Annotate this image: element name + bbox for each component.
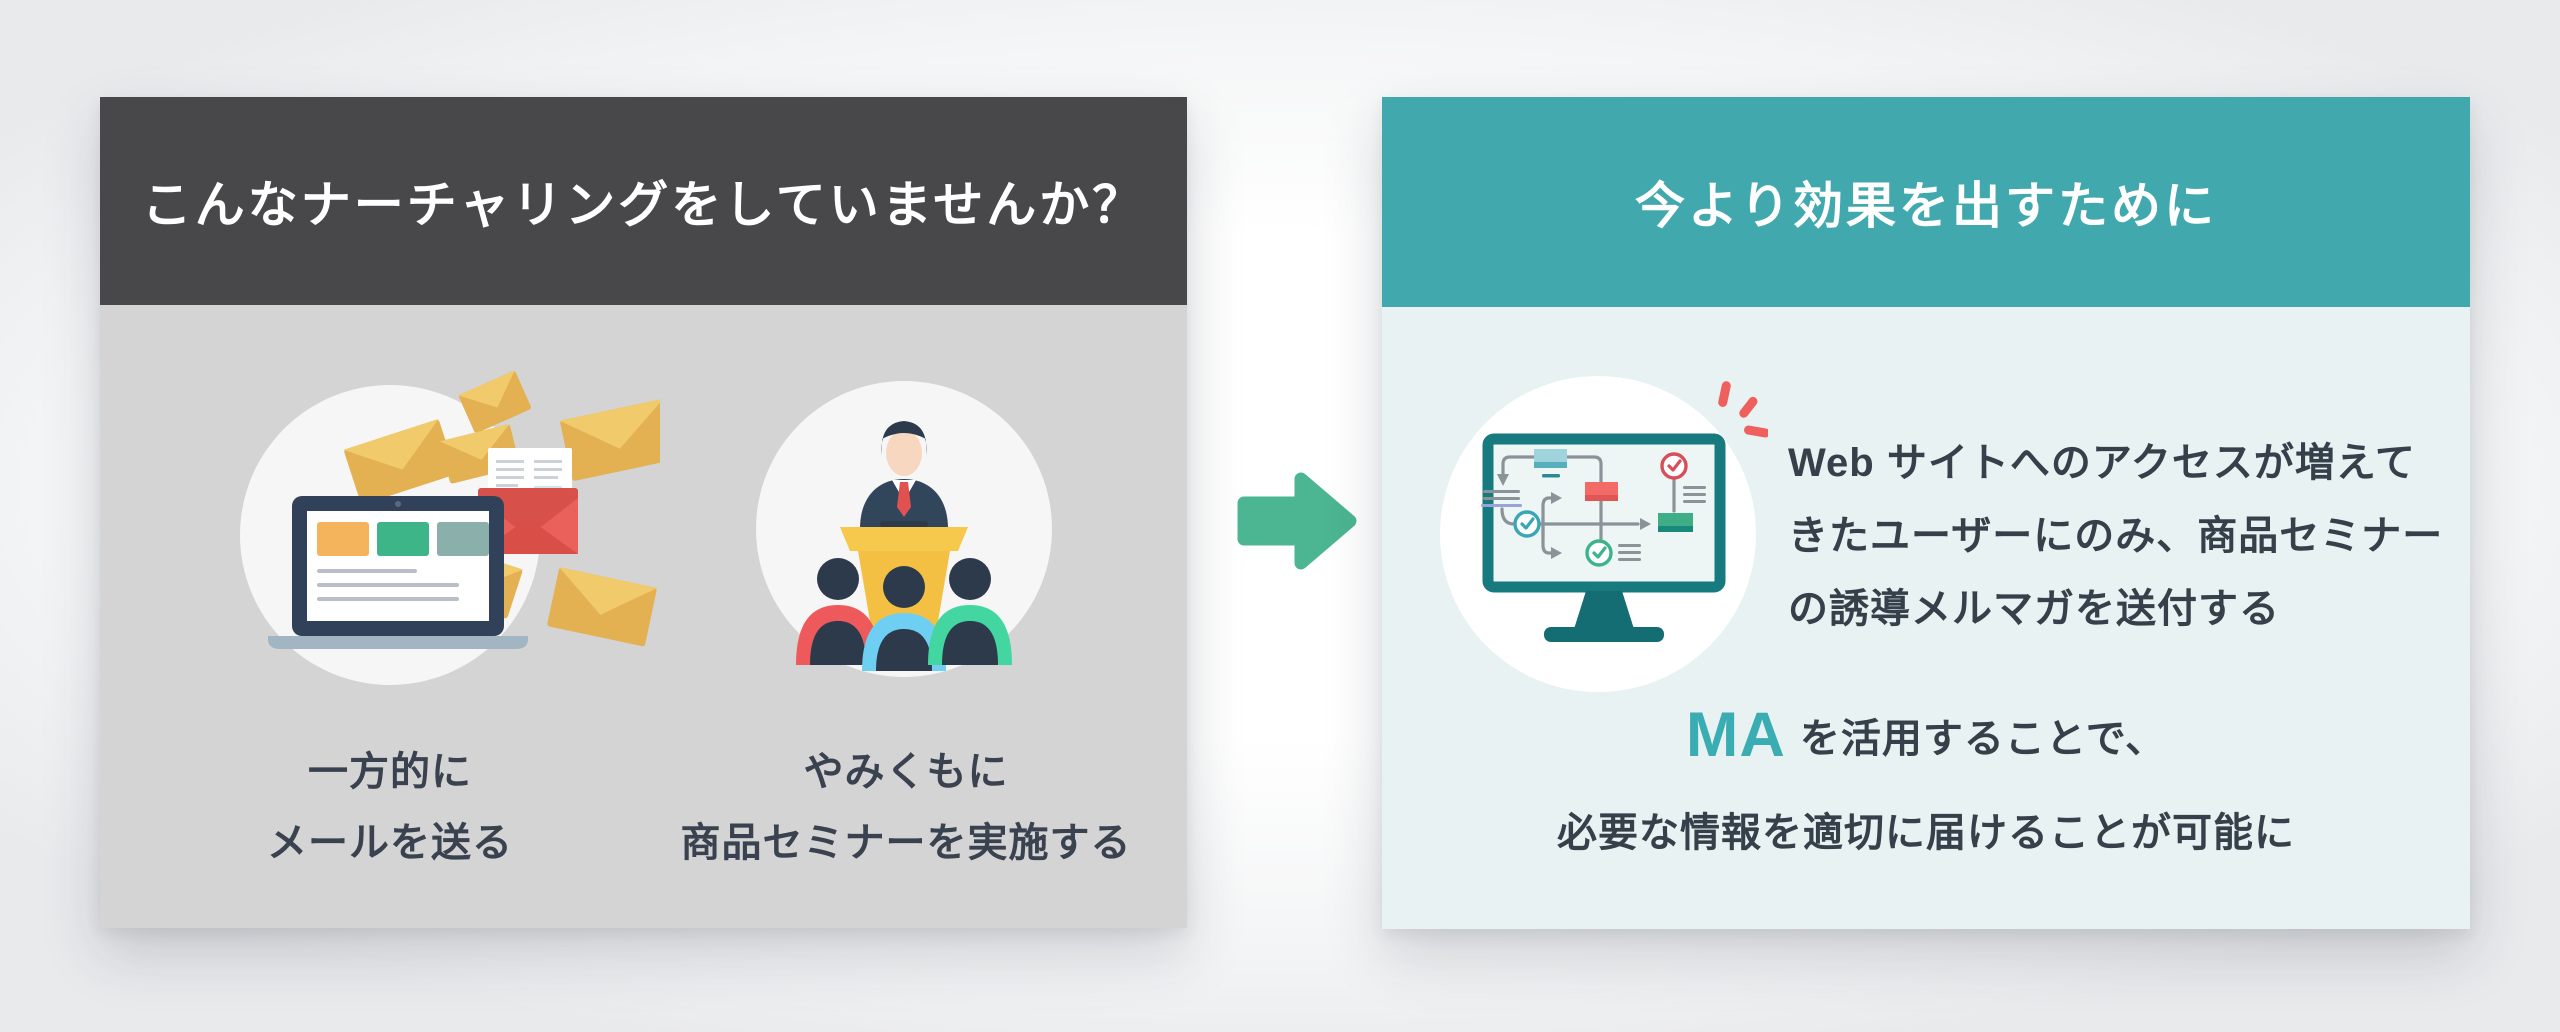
presenter-icon <box>860 421 948 529</box>
ma-highlight: MA <box>1685 700 1786 770</box>
caption-line: やみくもに <box>803 750 1009 794</box>
caption-one-way-email: 一方的に メールを送る <box>140 737 640 879</box>
one-way-email-illustration <box>240 370 660 685</box>
laptop-icon <box>268 496 528 649</box>
flowchart-icon <box>1481 449 1706 567</box>
description-line: Web サイトへのアクセスが増えて <box>1788 441 2416 485</box>
sparkle-accent-icon <box>1718 381 1768 438</box>
arrow-right-icon <box>1231 462 1361 580</box>
right-panel-description: Web サイトへのアクセスが増えて きたユーザーにのみ、商品セミナー の誘導メル… <box>1788 427 2443 646</box>
description-line: の誘導メルマガを送付する <box>1788 587 2280 631</box>
caption-line: 商品セミナーを実施する <box>680 821 1132 865</box>
ma-flowchart-illustration <box>1440 376 1768 692</box>
description-line: きたユーザーにのみ、商品セミナー <box>1788 514 2444 558</box>
conclusion-line-1-rest: を活用することで、 <box>1799 717 2167 761</box>
panel-better-results: 今より効果を出すために <box>1382 97 2470 929</box>
right-panel-header: 今より効果を出すために <box>1382 97 2470 307</box>
right-panel-title: 今より効果を出すために <box>1635 178 2217 234</box>
left-panel-header: こんなナーチャリングをしていませんか？ <box>100 97 1187 305</box>
audience-icon <box>796 558 1012 671</box>
caption-line: 一方的に <box>308 750 472 794</box>
caption-line: メールを送る <box>267 821 513 865</box>
panel-before-nurturing: こんなナーチャリングをしていませんか？ <box>100 97 1187 928</box>
conclusion-line-1: MA を活用することで、 <box>1382 698 2470 776</box>
right-panel-conclusion: MA を活用することで、 必要な情報を適切に届けることが可能に <box>1382 698 2470 858</box>
left-panel-title: こんなナーチャリングをしていませんか？ <box>141 177 1146 233</box>
caption-blind-seminar: やみくもに 商品セミナーを実施する <box>656 737 1156 879</box>
seminar-illustration <box>756 381 1052 677</box>
conclusion-line-2: 必要な情報を適切に届けることが可能に <box>1557 811 2295 855</box>
